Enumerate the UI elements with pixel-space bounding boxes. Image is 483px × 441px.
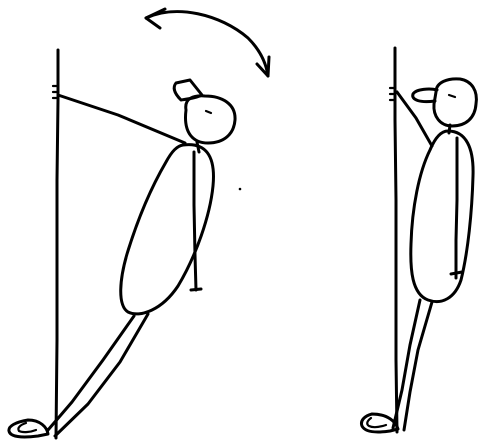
right-foot-inner: [367, 418, 386, 427]
stray-dot: [239, 188, 242, 191]
arrow-head-left: [146, 9, 165, 28]
left-leg-front: [55, 314, 148, 436]
left-hand: [191, 289, 201, 290]
right-hanging-arm: [456, 138, 457, 278]
left-wall: [56, 50, 58, 438]
rotation-arrow: [146, 9, 269, 76]
left-leg-back: [48, 316, 134, 430]
left-foot-inner: [18, 423, 36, 432]
left-hanging-arm: [194, 152, 196, 290]
left-arm: [58, 95, 185, 143]
right-hand: [451, 272, 462, 274]
right-panel: [361, 48, 476, 432]
right-head: [434, 79, 476, 126]
right-body: [411, 131, 473, 302]
left-eye: [206, 111, 211, 113]
right-leg-front: [404, 302, 432, 430]
left-wall-nub: [53, 86, 57, 98]
left-hat: [174, 80, 202, 100]
left-head: [186, 96, 236, 143]
right-eye: [449, 95, 455, 97]
right-cap: [413, 89, 437, 102]
arrow-curve: [146, 12, 268, 76]
left-panel: [9, 50, 235, 438]
left-foot: [9, 420, 48, 437]
right-wall: [395, 48, 397, 432]
